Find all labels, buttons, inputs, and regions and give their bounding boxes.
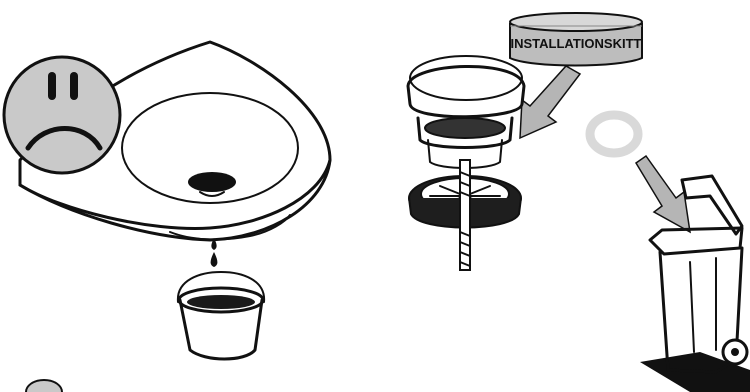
washer-ring-icon [590,115,638,153]
arrow-icon [520,66,580,138]
sad-face-icon [26,380,62,392]
sealant-label: INSTALLATIONSKITT [511,36,642,51]
waste-bin-icon [640,176,750,392]
sealant-tub-icon: INSTALLATIONSKITT [510,13,642,66]
arrow-icon [636,156,690,232]
drain-plug-icon [408,56,524,270]
drip-icon [211,238,218,267]
bucket-icon [178,272,264,359]
sad-face-icon [4,57,120,173]
